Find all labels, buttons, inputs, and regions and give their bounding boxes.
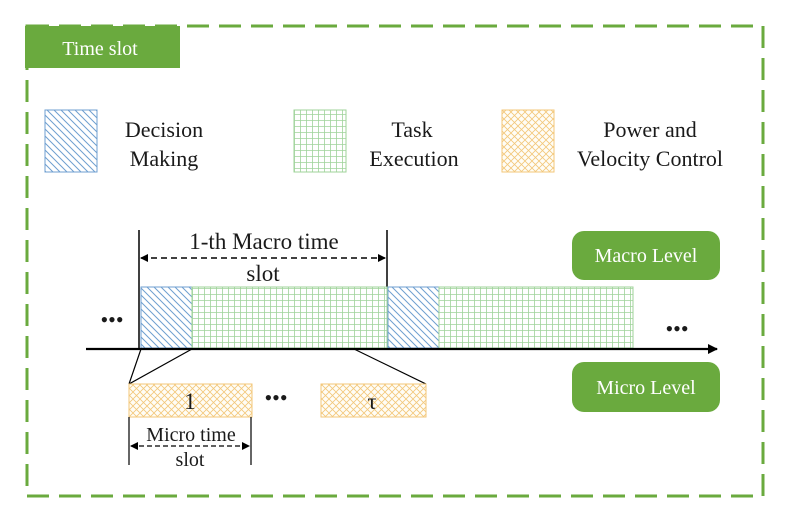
timeline-block-decision-1 bbox=[140, 286, 193, 349]
macro-level-badge bbox=[572, 231, 720, 280]
legend-label-power-line1: Power and bbox=[603, 117, 696, 142]
timeline-block-task-1 bbox=[191, 286, 388, 349]
legend-label-task-line2: Execution bbox=[369, 146, 458, 171]
legend: Decision Making Task Execution Power and… bbox=[44, 109, 723, 173]
legend-label-decision-line2: Making bbox=[130, 146, 198, 171]
legend-swatch-power-velocity bbox=[501, 109, 555, 173]
legend-label-power-line2: Velocity Control bbox=[577, 146, 723, 171]
ellipsis-right: ••• bbox=[665, 316, 688, 341]
legend-label-task-line1: Task bbox=[391, 117, 432, 142]
timeline-block-task-2 bbox=[438, 286, 634, 349]
macro-level-label: Macro Level bbox=[595, 245, 698, 267]
ellipsis-micro: ••• bbox=[264, 385, 287, 410]
macro-timeline bbox=[140, 286, 634, 349]
legend-swatch-task-execution bbox=[293, 109, 347, 173]
zoom-line-right bbox=[353, 348, 427, 385]
zoom-line-left-1 bbox=[128, 348, 142, 385]
ellipsis-left: ••• bbox=[100, 307, 123, 332]
micro-slot-first bbox=[128, 383, 253, 418]
outer-frame bbox=[25, 24, 765, 498]
micro-slots: 1 ••• τ bbox=[128, 383, 427, 418]
micro-level-label: Micro Level bbox=[596, 377, 696, 399]
legend-label-decision-line1: Decision bbox=[125, 117, 203, 142]
legend-swatch-decision-making bbox=[44, 109, 98, 173]
micro-slot-last bbox=[320, 383, 427, 418]
timeline-block-decision-2 bbox=[387, 286, 440, 349]
zoom-line-left-2 bbox=[128, 348, 193, 385]
micro-slot-first-label: 1 bbox=[184, 389, 196, 414]
title-tab bbox=[25, 26, 180, 68]
micro-slot-label-line2: slot bbox=[176, 449, 205, 471]
frame-title: Time slot bbox=[62, 38, 138, 60]
micro-slot-last-label: τ bbox=[367, 389, 376, 414]
macro-slot-label-line1: 1-th Macro time bbox=[189, 229, 338, 254]
micro-level-badge bbox=[572, 362, 720, 412]
micro-slot-label-line1: Micro time bbox=[146, 424, 236, 446]
macro-slot-label-line2: slot bbox=[246, 261, 280, 286]
